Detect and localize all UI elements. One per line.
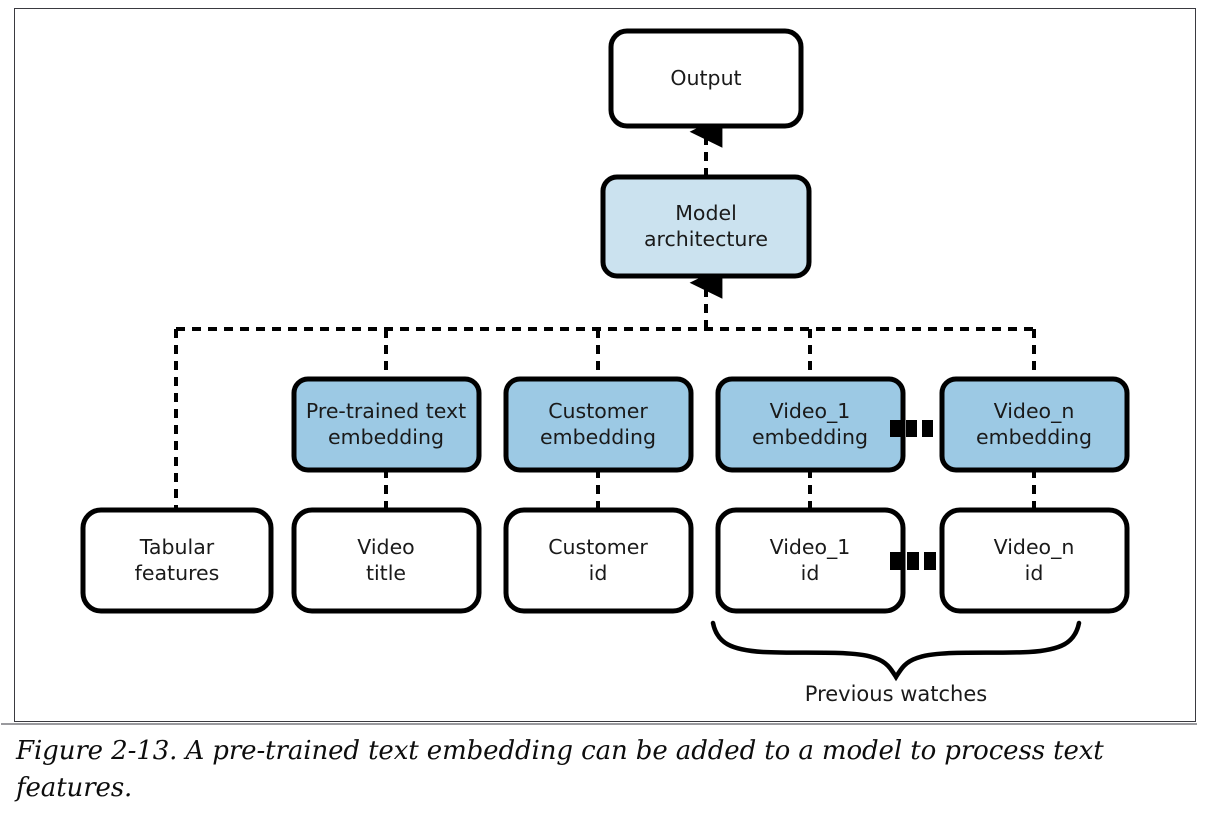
- figure-caption: Figure 2-13. A pre-trained text embeddin…: [16, 736, 1104, 803]
- video-title-label-line2: title: [366, 561, 406, 585]
- brace-path: [710, 620, 1082, 682]
- customer-embedding-label-line2: embedding: [540, 425, 656, 449]
- previous-watches-label: Previous watches: [805, 682, 987, 706]
- node-tabular-features[interactable]: Tabular features: [80, 507, 274, 614]
- customer-embedding-label-line1: Customer: [548, 399, 648, 423]
- video-n-embedding-label-line1: Video_n: [994, 399, 1075, 424]
- pretrained-text-embedding-label-line1: Pre-trained text: [306, 399, 466, 423]
- node-video-title[interactable]: Video title: [291, 507, 482, 614]
- customer-id-box[interactable]: [503, 507, 694, 614]
- node-video-n-id[interactable]: Video_n id: [939, 507, 1130, 614]
- video-1-embedding-label-line1: Video_1: [770, 399, 851, 424]
- video-n-id-label-line2: id: [1025, 561, 1044, 585]
- tabular-features-label-line1: Tabular: [139, 535, 215, 559]
- video-1-id-box[interactable]: [715, 507, 906, 614]
- video-1-id-label-line1: Video_1: [770, 535, 851, 560]
- model-architecture-box[interactable]: [600, 174, 812, 279]
- video-n-embedding-box[interactable]: [939, 376, 1130, 473]
- output-box[interactable]: [608, 28, 804, 129]
- node-video-n-embedding[interactable]: Video_n embedding: [939, 376, 1130, 473]
- node-model-architecture[interactable]: Model architecture: [600, 174, 812, 279]
- video-n-id-box[interactable]: [939, 507, 1130, 614]
- tabular-features-box[interactable]: [80, 507, 274, 614]
- tabular-features-label-line2: features: [135, 561, 220, 585]
- node-pretrained-text-embedding[interactable]: Pre-trained text embedding: [291, 376, 482, 473]
- pretrained-text-embedding-box[interactable]: [291, 376, 482, 473]
- node-customer-id[interactable]: Customer id: [503, 507, 694, 614]
- video-1-embedding-box[interactable]: [715, 376, 906, 473]
- previous-watches-brace: Previous watches: [710, 620, 1082, 706]
- video-title-label-line1: Video: [357, 535, 414, 559]
- figure-frame: Output Model architecture Pre-trained te…: [1, 8, 1197, 725]
- embedding-row-ellipsis-icon: [890, 420, 933, 437]
- node-video-1-embedding[interactable]: Video_1 embedding: [715, 376, 906, 473]
- video-1-id-label-line2: id: [801, 561, 820, 585]
- node-video-1-id[interactable]: Video_1 id: [715, 507, 906, 614]
- customer-id-label-line2: id: [589, 561, 608, 585]
- id-row-ellipsis-icon: [890, 552, 936, 570]
- video-1-embedding-label-line2: embedding: [752, 425, 868, 449]
- customer-id-label-line1: Customer: [548, 535, 648, 559]
- connector-layer: [174, 115, 1036, 510]
- node-output[interactable]: Output: [608, 28, 804, 129]
- customer-embedding-box[interactable]: [503, 376, 694, 473]
- video-n-embedding-label-line2: embedding: [976, 425, 1092, 449]
- node-customer-embedding[interactable]: Customer embedding: [503, 376, 694, 473]
- model-architecture-label-line1: Model: [675, 201, 737, 225]
- video-n-id-label-line1: Video_n: [994, 535, 1075, 560]
- output-label: Output: [670, 66, 741, 90]
- video-title-box[interactable]: [291, 507, 482, 614]
- pretrained-text-embedding-label-line2: embedding: [328, 425, 444, 449]
- architecture-diagram: Output Model architecture Pre-trained te…: [80, 28, 1130, 706]
- model-architecture-label-line2: architecture: [644, 227, 768, 251]
